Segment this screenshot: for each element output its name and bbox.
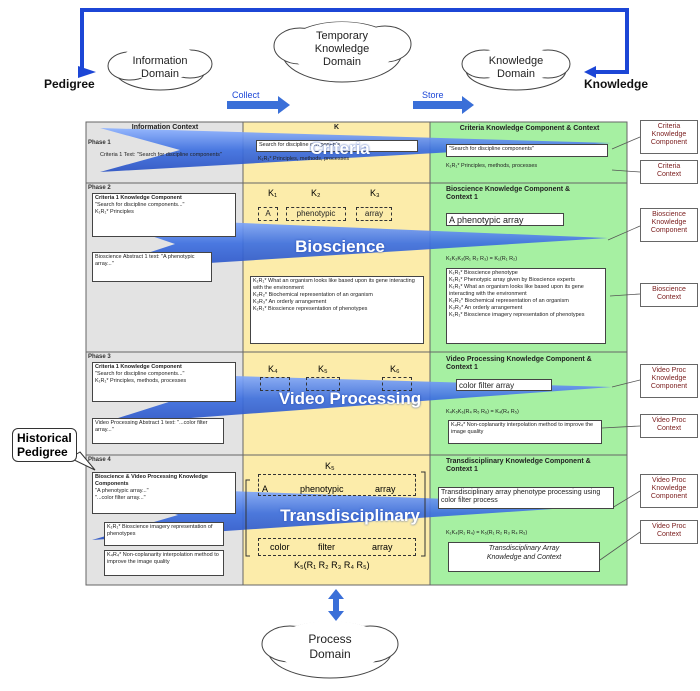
temporary-knowledge-cloud xyxy=(273,21,412,83)
phase2-right-box: A phenotypic array xyxy=(446,213,564,226)
feedback-loop-line xyxy=(80,8,629,74)
criteria-banner-label: Criteria xyxy=(310,139,370,158)
phase3-k6: K₆ xyxy=(390,364,400,374)
phase-2-label: Phase 2 xyxy=(88,185,111,191)
phase4-right-box1: Transdisciplinary array phenotype proces… xyxy=(438,487,614,509)
phase4-right-title: Transdisciplinary Knowledge Component & … xyxy=(446,458,591,473)
bioscience-banner-label: Bioscience xyxy=(295,237,385,256)
phase1-right-sub: K₁R₁* Principles, methods, processes xyxy=(446,163,538,169)
phase4-bracket xyxy=(245,479,250,557)
phase4-bottom-dash xyxy=(258,538,416,556)
feedback-arrowhead xyxy=(584,66,596,78)
phase2-word-array: array xyxy=(356,207,392,221)
phase4-components-box: Bioscience & Video Processing Knowledge … xyxy=(92,472,236,514)
phase2-word-a: A xyxy=(258,207,278,221)
information-domain-cloud xyxy=(107,44,213,91)
phase4-right-box2: Transdisciplinary Array Knowledge and Co… xyxy=(448,542,600,572)
store-arrow xyxy=(413,96,474,114)
phase3-dash-3 xyxy=(382,377,412,391)
pedigree-label: Pedigree xyxy=(44,77,95,91)
phase4-bioscience-sub: K₁R₁* Bioscience imagery representation … xyxy=(104,522,224,546)
information-context-header: Information Context xyxy=(131,124,199,131)
phase4-top-word-a: A xyxy=(262,484,269,494)
historical-pedigree-callout: Historical Pedigree xyxy=(12,428,77,462)
pedigree-arrowhead xyxy=(78,66,96,78)
right-label-connectors xyxy=(599,136,641,561)
phase2-criteria-component-box: Criteria 1 Knowledge Component "Search f… xyxy=(92,193,236,237)
process-domain-cloud xyxy=(261,621,399,679)
phase3-right-note: K₄R₄* Non-coplanarity interpolation meth… xyxy=(448,420,602,444)
phase1-mid-sub: K₁R₁* Principles, methods, processes xyxy=(258,156,350,162)
phase3-video-abstract-box: Video Processing Abstract 1 text: "...co… xyxy=(92,418,224,444)
video-processing-banner-label: Video Processing xyxy=(278,389,422,408)
phase3-right-box: color filter array xyxy=(456,379,552,391)
phase2-right-title: Bioscience Knowledge Component & Context… xyxy=(446,186,571,201)
knowledge-component-header: Criteria Knowledge Component & Context xyxy=(459,125,600,132)
phase3-criteria-component-box: Criteria 1 Knowledge Component "Search f… xyxy=(92,362,236,402)
collect-label: Collect xyxy=(232,90,260,100)
phase3-dash-2 xyxy=(306,377,340,391)
phase1-criteria-text: Criteria 1 Text: "Search for discipline … xyxy=(100,152,222,158)
phase2-right-list: K₁R₁* Bioscience phenotype K₁R₁* Phenoty… xyxy=(446,268,606,344)
phase3-right-title: Video Processing Knowledge Component & C… xyxy=(446,356,592,371)
phase2-k2: K₂ xyxy=(311,188,321,198)
phase4-bottom-word-filter: filter xyxy=(318,542,336,552)
phase4-top-word-array: array xyxy=(375,484,396,494)
phase-1-label: Phase 1 xyxy=(88,140,111,146)
phase3-right-formula: K₄K₅K₆(R₄ R₅ R₆) = K₄(R₄ R₅) xyxy=(446,409,519,415)
phase2-bioscience-abstract-box: Bioscience Abstract 1 text: "A phenotypi… xyxy=(92,252,212,282)
phase4-formula: K₅(R₁ R₂ R₃ R₄ R₅) xyxy=(294,560,370,570)
store-label: Store xyxy=(422,90,444,100)
phase4-right-formula: K₁K₄(R₁ R₄) = K₅(R₁ R₂ R₃ R₄ R₅) xyxy=(446,530,528,536)
knowledge-label: Knowledge xyxy=(584,77,649,91)
phase4-video-sub: K₄R₄* Non-coplanarity interpolation meth… xyxy=(104,550,224,576)
knowledge-domain-cloud xyxy=(461,47,571,91)
phase4-bottom-word-color: color xyxy=(270,542,290,552)
process-arrow xyxy=(328,589,344,621)
phase3-k5: K₅ xyxy=(318,364,328,374)
collect-arrow xyxy=(227,96,290,114)
phase1-right-box: "Search for discipline components" xyxy=(446,144,608,157)
knowledge-header: K xyxy=(333,124,340,131)
phase3-k4: K₄ xyxy=(268,364,278,374)
phase4-top-word-phenotypic: phenotypic xyxy=(300,484,344,494)
phase-4-label: Phase 4 xyxy=(88,457,111,463)
phase2-k1: K₁ xyxy=(268,188,278,198)
phase4-bottom-word-array: array xyxy=(372,542,393,552)
phase4-top-dash xyxy=(258,474,416,496)
phase1-mid-box: Search for discipline components xyxy=(256,140,418,152)
phase4-k5: K₅ xyxy=(325,461,335,471)
phase2-k3: K₃ xyxy=(370,188,380,198)
phase2-knowledge-list: K₁R₁* What an organism looks like based … xyxy=(250,276,424,344)
transdisciplinary-banner-label: Transdisciplinary xyxy=(280,506,420,525)
phase2-word-phenotypic: phenotypic xyxy=(286,207,346,221)
phase3-dash-1 xyxy=(260,377,290,391)
phase2-right-formula: K₁K₂K₃(R₁ R₂ R₃) = K₁(R₁ R₂) xyxy=(446,256,518,262)
phase-3-label: Phase 3 xyxy=(88,354,111,360)
